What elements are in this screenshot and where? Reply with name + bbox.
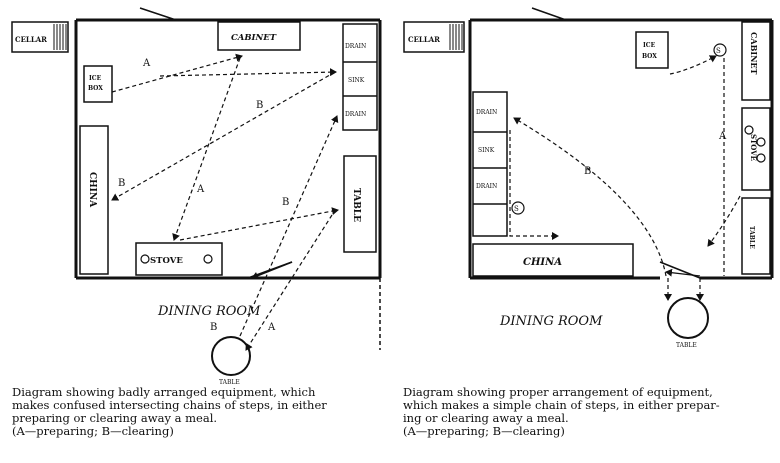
left-ice-box: [83, 65, 113, 103]
left-dining-table: [211, 336, 251, 376]
right-marker-bottom-label: S: [514, 205, 519, 213]
right-route-b-label: B: [584, 166, 591, 177]
left-stove: [135, 242, 223, 276]
left-caption-line: preparing or clearing away a meal.: [12, 411, 218, 425]
right-china-label: CHINA: [523, 257, 562, 268]
right-caption-line: (A—preparing; B—clearing): [403, 424, 565, 438]
left-cabinet: [217, 21, 301, 51]
right-paths: [509, 55, 741, 301]
left-caption-line: (A—preparing; B—clearing): [12, 424, 174, 438]
right-cellar: [403, 21, 465, 53]
right-sink-unit: [472, 91, 508, 237]
right-icebox-label-1: ICE: [643, 42, 656, 49]
left-route-a-label-1: A: [142, 58, 151, 69]
right-sink-label: SINK: [478, 147, 495, 154]
good-arrangement-diagram: [403, 7, 774, 339]
right-path-b-sink-china: [509, 130, 559, 240]
left-route-a-label-3: A: [267, 322, 276, 333]
right-route-a-label: A: [718, 131, 727, 142]
left-china-label: CHINA: [87, 172, 97, 208]
right-dining-room-label: DINING ROOM: [499, 314, 603, 329]
right-marker-top-label: S: [716, 47, 721, 55]
left-walls: [74, 18, 382, 280]
left-icebox-label-1: ICE: [89, 75, 102, 82]
left-table-right: [343, 155, 377, 253]
left-path-a-icebox-cabinet: [111, 53, 243, 93]
left-route-b-label-3: B: [282, 197, 289, 208]
right-caption-line: Diagram showing proper arrangement of eq…: [403, 385, 713, 399]
right-marker-bottom: [511, 201, 525, 215]
right-table-side-label: TABLE: [748, 226, 755, 249]
left-path-b-sink-china: [111, 71, 336, 201]
left-paths: [111, 53, 339, 351]
left-cellar: [11, 21, 69, 53]
right-path-a-to-table: [707, 195, 741, 247]
left-caption-line: makes confused intersecting chains of st…: [12, 398, 327, 412]
right-drain2-label: DRAIN: [476, 183, 497, 190]
left-drain-label: DRAIN: [345, 43, 366, 50]
left-dining-room-label: DINING ROOM: [157, 304, 261, 319]
left-sink-label: SINK: [348, 77, 365, 84]
right-path-b-table-sink: [513, 117, 667, 277]
right-cabinet: [741, 21, 771, 101]
left-route-b-label-2: B: [118, 178, 125, 189]
left-route-a-label-2: A: [196, 184, 205, 195]
right-caption-line: ing or clearing away a meal.: [403, 411, 569, 425]
right-caption-line: which makes a simple chain of steps, in …: [403, 398, 720, 412]
left-path-b-table-sink: [239, 115, 339, 337]
left-sink-unit: [342, 23, 378, 131]
left-route-b-label-4: B: [210, 322, 217, 333]
right-ice-box: [635, 31, 669, 69]
left-cabinet-label: CABINET: [231, 33, 277, 43]
left-table-label: TABLE: [351, 188, 361, 222]
bad-arrangement-diagram: [11, 7, 382, 376]
right-table-side: [741, 197, 771, 275]
right-caption: Diagram showing proper arrangement of eq…: [403, 386, 778, 438]
right-door-arrow: [665, 268, 701, 277]
left-caption: Diagram showing badly arranged equipment…: [12, 386, 392, 438]
left-icebox-label-2: BOX: [88, 85, 103, 92]
right-drain-label: DRAIN: [476, 109, 497, 116]
left-cellar-label: CELLAR: [15, 35, 47, 44]
left-path-a-table-dining: [245, 214, 333, 351]
right-path-a-icebox-cabinet: [669, 55, 717, 75]
left-door-arrow: [251, 261, 293, 280]
left-china-cabinet: [79, 125, 109, 275]
right-stove: [741, 107, 771, 191]
right-door-top: [531, 7, 567, 21]
left-door-top: [139, 7, 177, 21]
left-stove-label: STOVE: [150, 256, 183, 266]
left-path-b-stove-table: [179, 207, 339, 241]
left-path-a-cabinet-stove: [172, 57, 241, 241]
right-marker-top: [713, 43, 727, 57]
right-cabinet-label: CABINET: [749, 32, 759, 74]
right-labels: CELLAR ICE BOX CABINET STOVE DRAIN SINK …: [408, 32, 759, 349]
left-caption-line: Diagram showing badly arranged equipment…: [12, 385, 316, 399]
right-dining-table: [667, 297, 709, 339]
left-drain2-label: DRAIN: [345, 111, 366, 118]
right-china: [472, 243, 634, 277]
right-cellar-label: CELLAR: [408, 35, 440, 44]
left-table-bottom-label: TABLE: [219, 379, 240, 386]
left-path-a-icebox-sink: [159, 68, 337, 77]
right-icebox-label-2: BOX: [642, 53, 657, 60]
right-table-bottom-label: TABLE: [676, 342, 697, 349]
left-route-b-label-1: B: [256, 100, 263, 111]
right-walls: [468, 18, 774, 280]
right-stove-label: STOVE: [749, 134, 758, 161]
left-labels: CELLAR CABINET ICE BOX DRAIN SINK DRAIN …: [15, 33, 366, 386]
